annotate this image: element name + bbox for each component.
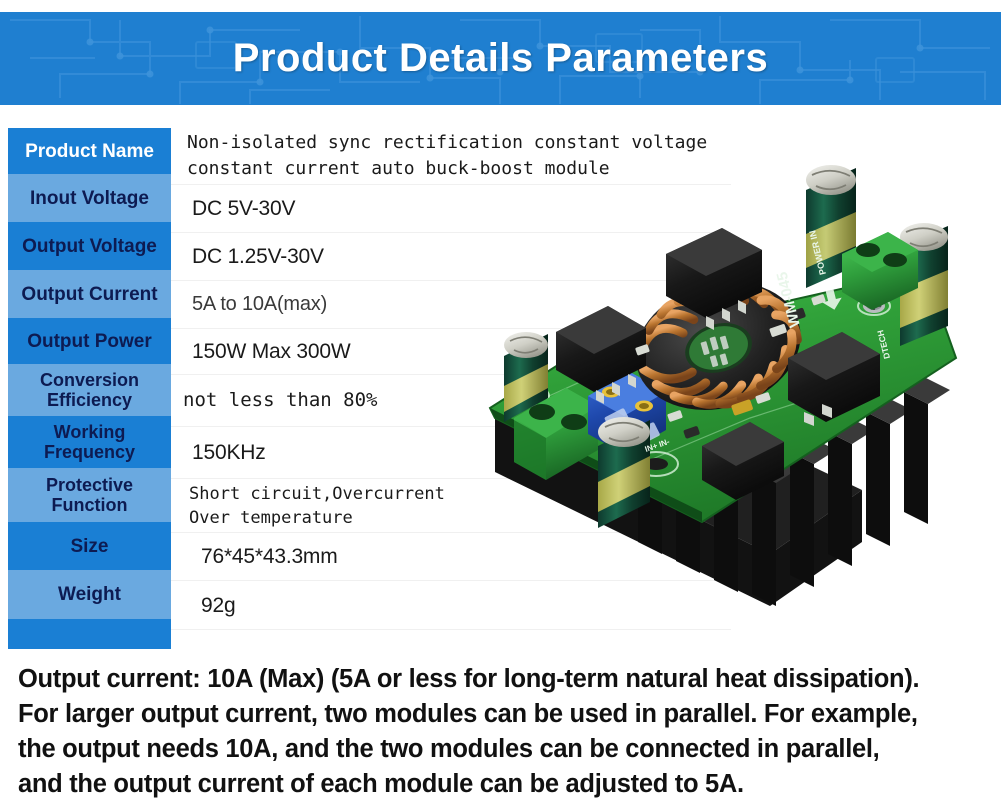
spec-label-output-voltage: Output Voltage [8, 222, 171, 270]
spec-value-output-current: 5A to 10A(max) [171, 281, 731, 329]
spec-table-labels: Product Name Inout Voltage Output Voltag… [8, 128, 171, 649]
spec-value-size: 76*45*43.3mm [171, 533, 731, 581]
bottom-note-line-1: Output current: 10A (Max) (5A or less fo… [18, 665, 920, 693]
spec-label-size: Size [8, 522, 171, 570]
spec-label-protective-function: Protective Function [8, 468, 171, 522]
spec-label-output-current: Output Current [8, 270, 171, 318]
spec-value-inout-voltage: DC 5V-30V [171, 185, 731, 233]
bottom-note-line-2: For larger output current, two modules c… [18, 700, 918, 728]
spec-value-weight: 92g [171, 581, 731, 630]
bottom-note-line-3: the output needs 10A, and the two module… [18, 735, 880, 763]
silkscreen-dtech: DTECH [875, 329, 892, 360]
spec-value-product-name: Non-isolated sync rectification constant… [171, 128, 731, 185]
silkscreen-wm-045: WM-045 [774, 270, 804, 329]
spec-value-conversion-efficiency: not less than 80% [171, 375, 731, 427]
spec-value-output-power: 150W Max 300W [171, 329, 731, 375]
spec-label-output-power: Output Power [8, 318, 171, 364]
header-banner: Product Details Parameters [0, 12, 1001, 105]
spec-value-protective-function: Short circuit,Overcurrent Over temperatu… [171, 479, 731, 533]
table-footer-strip [8, 619, 171, 649]
silkscreen-power-in: POWER IN [807, 229, 828, 276]
bottom-note-line-4: and the output current of each module ca… [18, 770, 744, 798]
spec-value-working-frequency: 150KHz [171, 427, 731, 479]
spec-table-values: Non-isolated sync rectification constant… [171, 128, 731, 630]
bottom-note: Output current: 10A (Max) (5A or less fo… [18, 662, 993, 802]
spec-label-inout-voltage: Inout Voltage [8, 174, 171, 222]
spec-label-working-frequency: Working Frequency [8, 416, 171, 468]
page-title: Product Details Parameters [232, 36, 769, 80]
circuit-pattern-icon [10, 16, 990, 104]
spec-label-weight: Weight [8, 570, 171, 619]
spec-label-product-name: Product Name [8, 128, 171, 174]
spec-value-output-voltage: DC 1.25V-30V [171, 233, 731, 281]
spec-label-conversion-efficiency: Conversion Efficiency [8, 364, 171, 416]
